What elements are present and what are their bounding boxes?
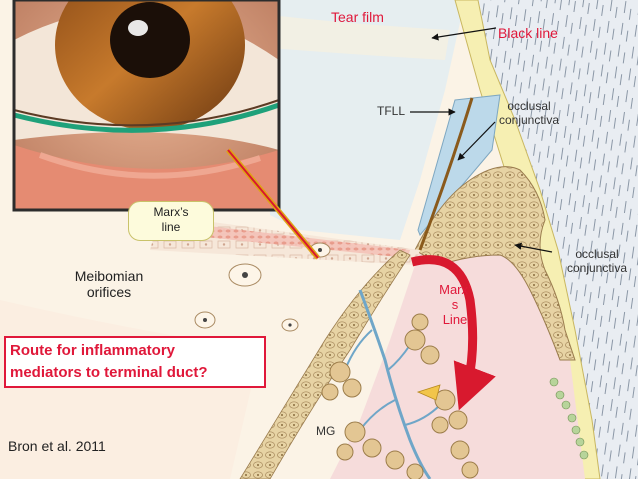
marx-bubble-line1: Marx’s [153, 205, 189, 219]
tear-film-label: Tear film [331, 9, 384, 25]
marx-red-line3: Line [442, 311, 468, 327]
marx-red-line2: s [451, 296, 459, 312]
mg-label: MG [316, 424, 336, 438]
route-line2: mediators to terminal duct? [10, 364, 208, 381]
eye-photo [12, 0, 281, 212]
meibomian-line1: Meibomian [74, 268, 144, 284]
marx-bubble-line2: line [161, 220, 181, 234]
occlusal-top-arrow [457, 121, 496, 161]
tarsal-stroma [330, 240, 585, 479]
marx-line-pointer-core [227, 149, 319, 259]
occlusal-conjunctiva-top-label: occlusal conjunctiva [489, 99, 569, 128]
meibomian-orifices-label: Meibomian orifices [54, 268, 164, 300]
occlusal-right-line2: conjunctiva [566, 260, 628, 275]
meibomian-line2: orifices [86, 284, 132, 301]
black-line-label: Black line [498, 25, 558, 41]
route-line1: Route for inflammatory [10, 342, 176, 359]
duct-marker [416, 384, 441, 401]
citation: Bron et al. 2011 [8, 438, 106, 454]
red-curved-arrow [410, 255, 496, 411]
tear-film-region [270, 0, 465, 240]
occlusal-top-line1: occlusal [507, 99, 551, 113]
occlusal-conjunctiva-right-label: occlusal conjunctiva [557, 247, 637, 276]
marx-red-line1: Marx’ [439, 282, 471, 297]
black-line-arrow [431, 27, 497, 41]
meibomian-gland [321, 289, 479, 479]
occlusal-top-line2: conjunctiva [498, 112, 560, 127]
route-question-box: Route for inflammatory mediators to term… [4, 336, 266, 388]
marx-line-bubble: Marx’s line [128, 201, 214, 241]
occlusal-epithelium [414, 166, 576, 361]
green-cell-layer [549, 377, 589, 460]
marx-line-red-label: Marx’ s Line [430, 282, 480, 328]
occlusal-right-line1: occlusal [575, 247, 619, 261]
tfll-label: TFLL [377, 104, 406, 118]
occlusal-right-arrow [514, 242, 553, 253]
tfll-layer [418, 97, 474, 251]
